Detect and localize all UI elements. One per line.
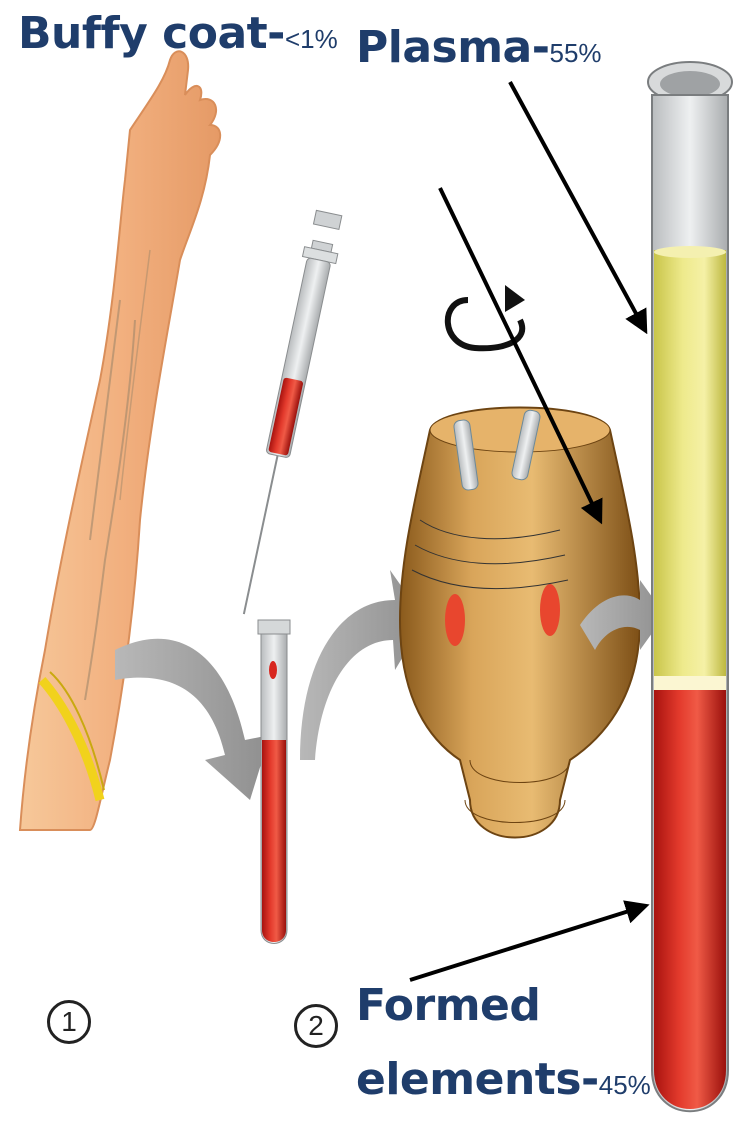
formed-elements-pointer-arrow <box>410 906 645 980</box>
arm-illustration <box>20 51 220 830</box>
plasma-text: Plasma- <box>356 22 550 73</box>
formed-elements-layer <box>654 690 726 1109</box>
buffy-coat-percent: <1% <box>285 24 338 54</box>
formed-elements-percent: 45% <box>599 1070 651 1100</box>
plasma-label: Plasma-55% <box>356 22 602 73</box>
buffy-coat-label: Buffy coat-<1% <box>18 8 338 59</box>
buffy-coat-layer <box>654 676 726 690</box>
plasma-percent: 55% <box>550 38 602 68</box>
formed-elements-label-line1: Formed <box>356 980 540 1031</box>
formed-elements-label-line2: elements-45% <box>356 1054 651 1105</box>
separated-blood-tube <box>648 62 732 1111</box>
buffy-coat-text: Buffy coat- <box>18 8 285 59</box>
centrifuge <box>400 285 640 838</box>
formed-text: Formed <box>356 980 540 1031</box>
plasma-pointer-arrow <box>510 82 645 330</box>
syringe <box>227 210 346 618</box>
process-arrow-1 <box>115 639 270 800</box>
elements-text: elements- <box>356 1054 599 1105</box>
small-test-tube <box>258 620 290 944</box>
step-2-marker: 2 <box>294 1004 338 1048</box>
plasma-layer <box>654 250 726 676</box>
step-1-marker: 1 <box>47 1000 91 1044</box>
